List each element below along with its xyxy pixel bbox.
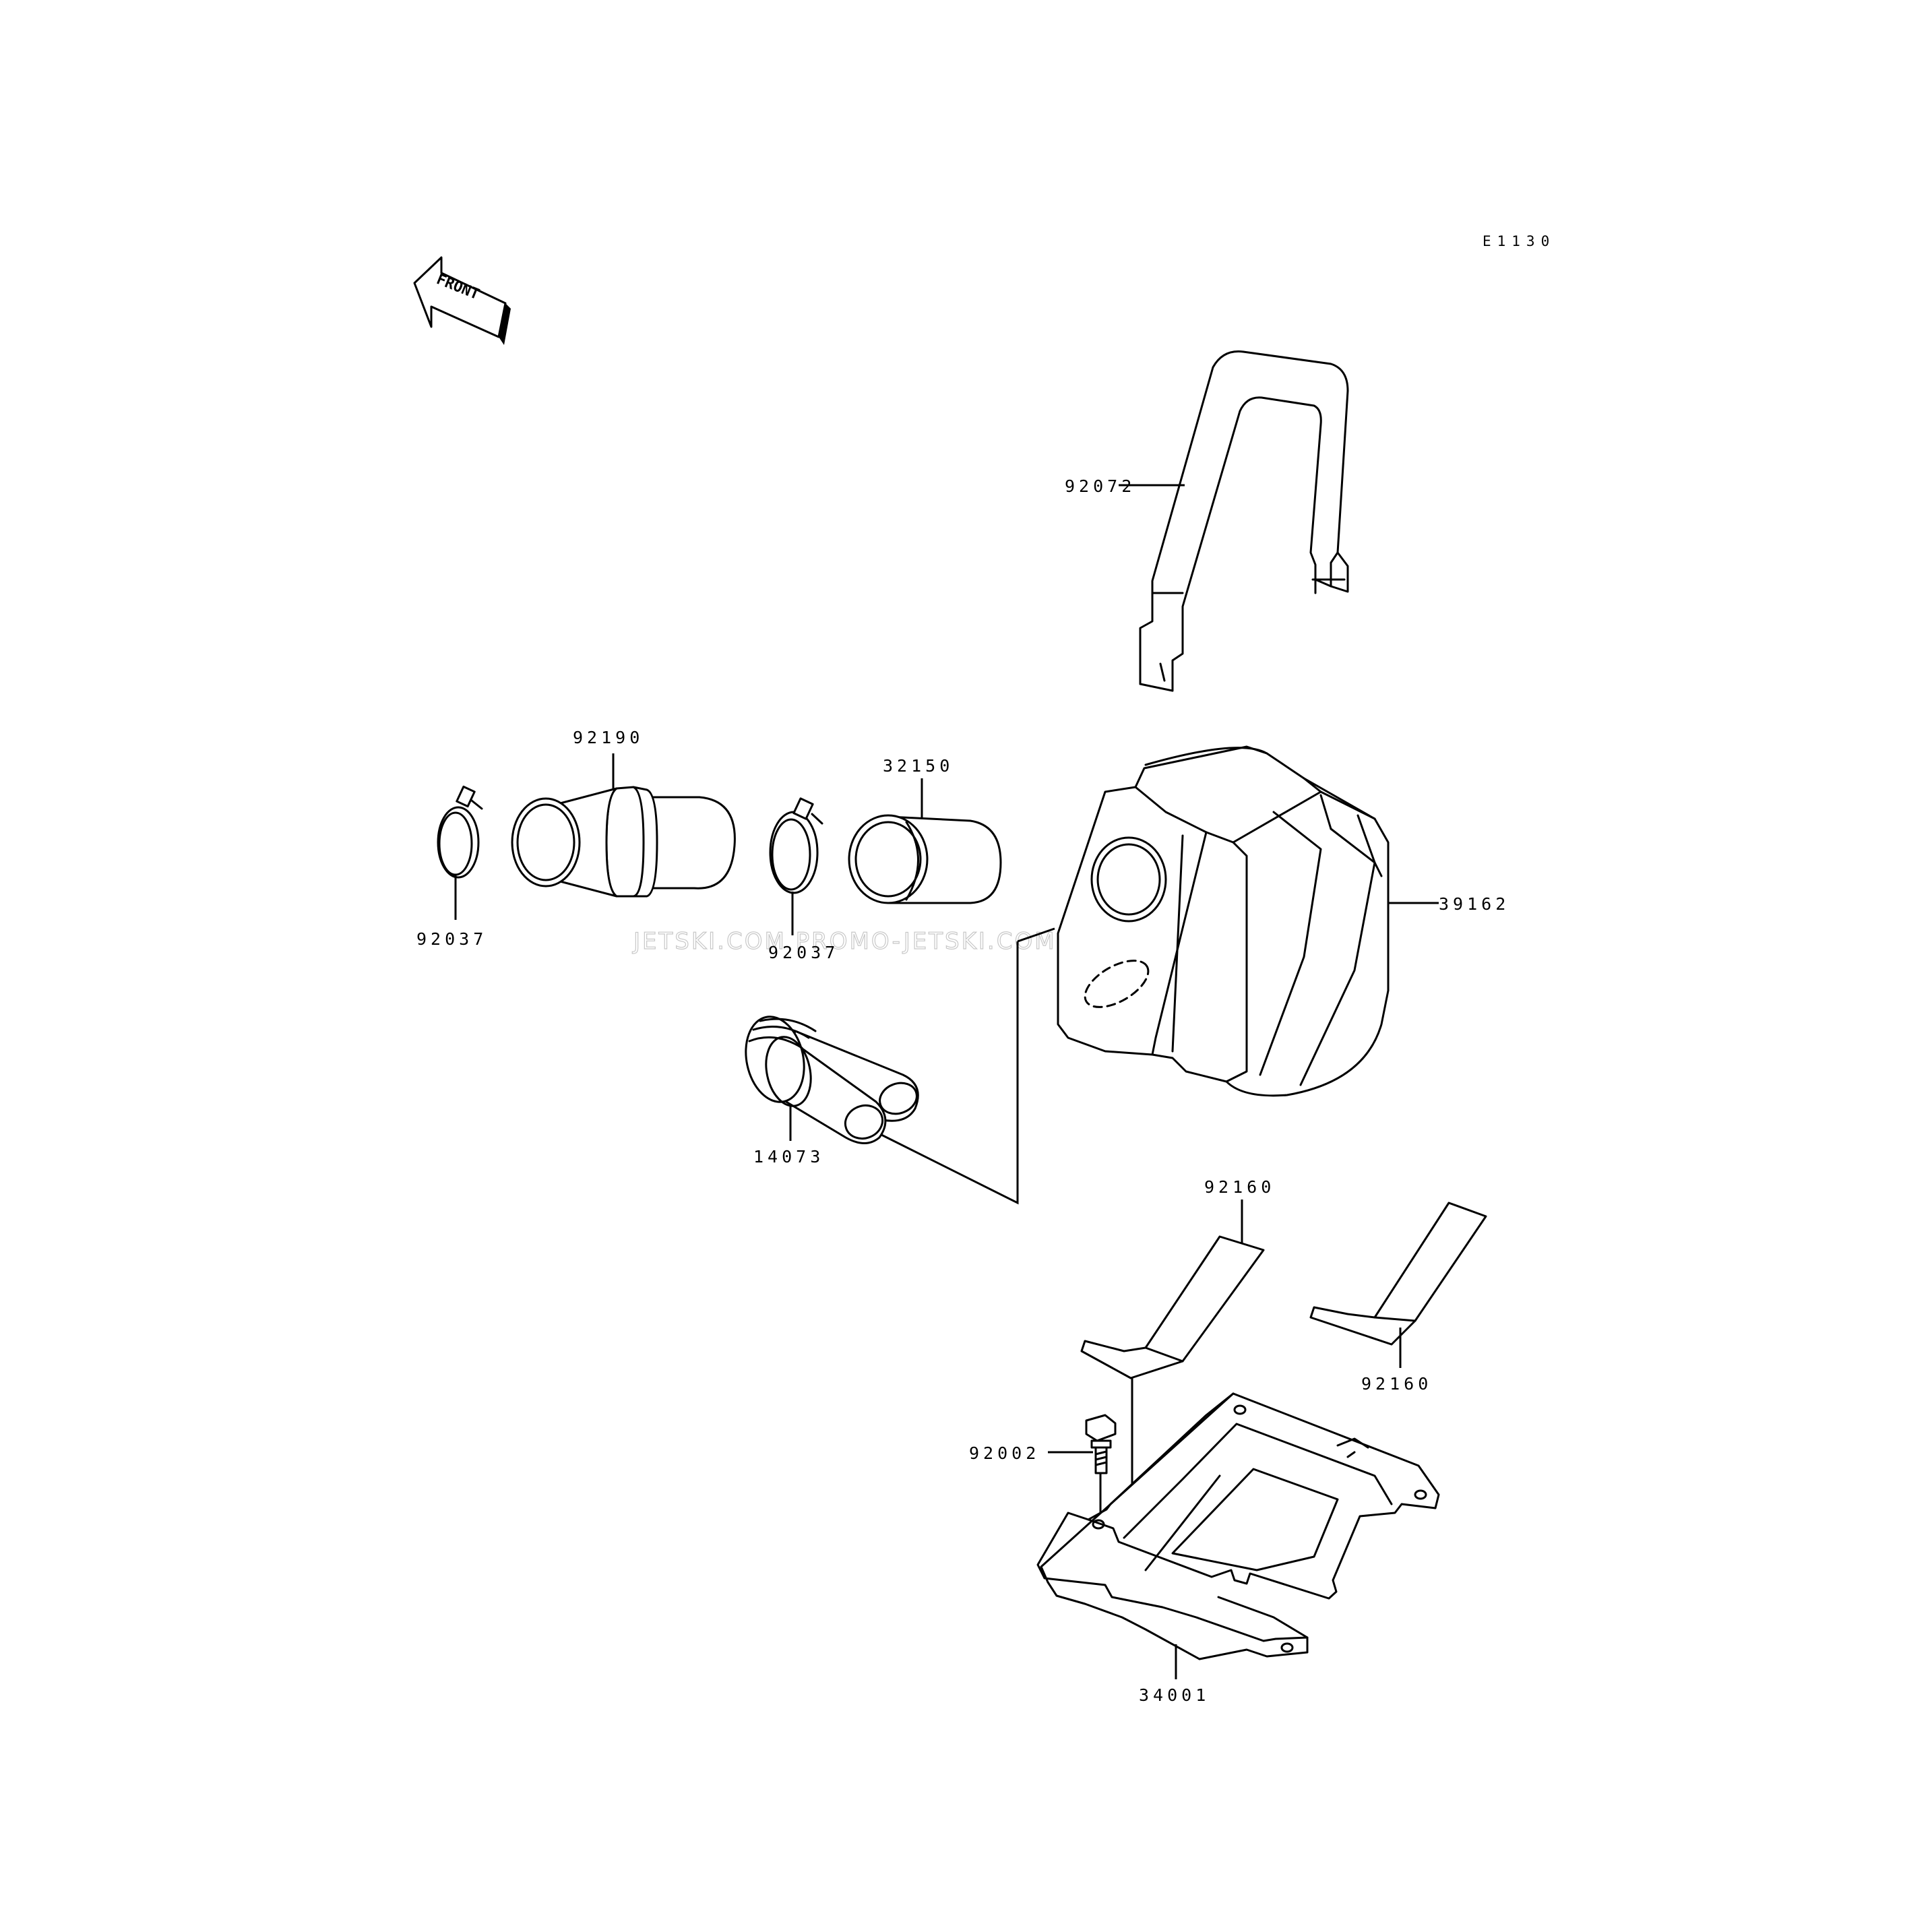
pad-a-part [1080, 1235, 1265, 1379]
plate-callout: 34001 [1139, 1685, 1210, 1705]
connection-leader [875, 941, 1019, 1205]
pad-a-callout: 92160 [1204, 1177, 1275, 1197]
bolt-callout: 92002 [969, 1443, 1040, 1463]
box-callout: 39162 [1439, 894, 1509, 914]
plate-part [1036, 1392, 1440, 1660]
clamp-b-part [769, 797, 823, 894]
hose-callout: 92190 [573, 728, 644, 747]
clamp-a-callout: 92037 [416, 929, 487, 949]
clamp-b-callout: 92037 [768, 943, 839, 962]
hose-part [511, 786, 736, 898]
strap-part [1139, 350, 1349, 692]
connection-leader-top [1017, 927, 1055, 943]
bolt-part [1085, 1414, 1117, 1474]
duct-callout: 32150 [883, 756, 954, 776]
pad-b-part [1309, 1202, 1487, 1346]
duct-part [848, 814, 1002, 904]
pipe-callout: 14073 [753, 1147, 824, 1166]
front-arrow-icon: FRONT [413, 256, 511, 345]
box-part [1057, 745, 1390, 1097]
pipe-part [745, 1016, 919, 1144]
clamp-a-part [437, 785, 483, 879]
diagram-code: E1130 [1483, 233, 1555, 249]
pad-b-callout: 92160 [1361, 1374, 1432, 1394]
strap-callout: 92072 [1065, 476, 1135, 496]
